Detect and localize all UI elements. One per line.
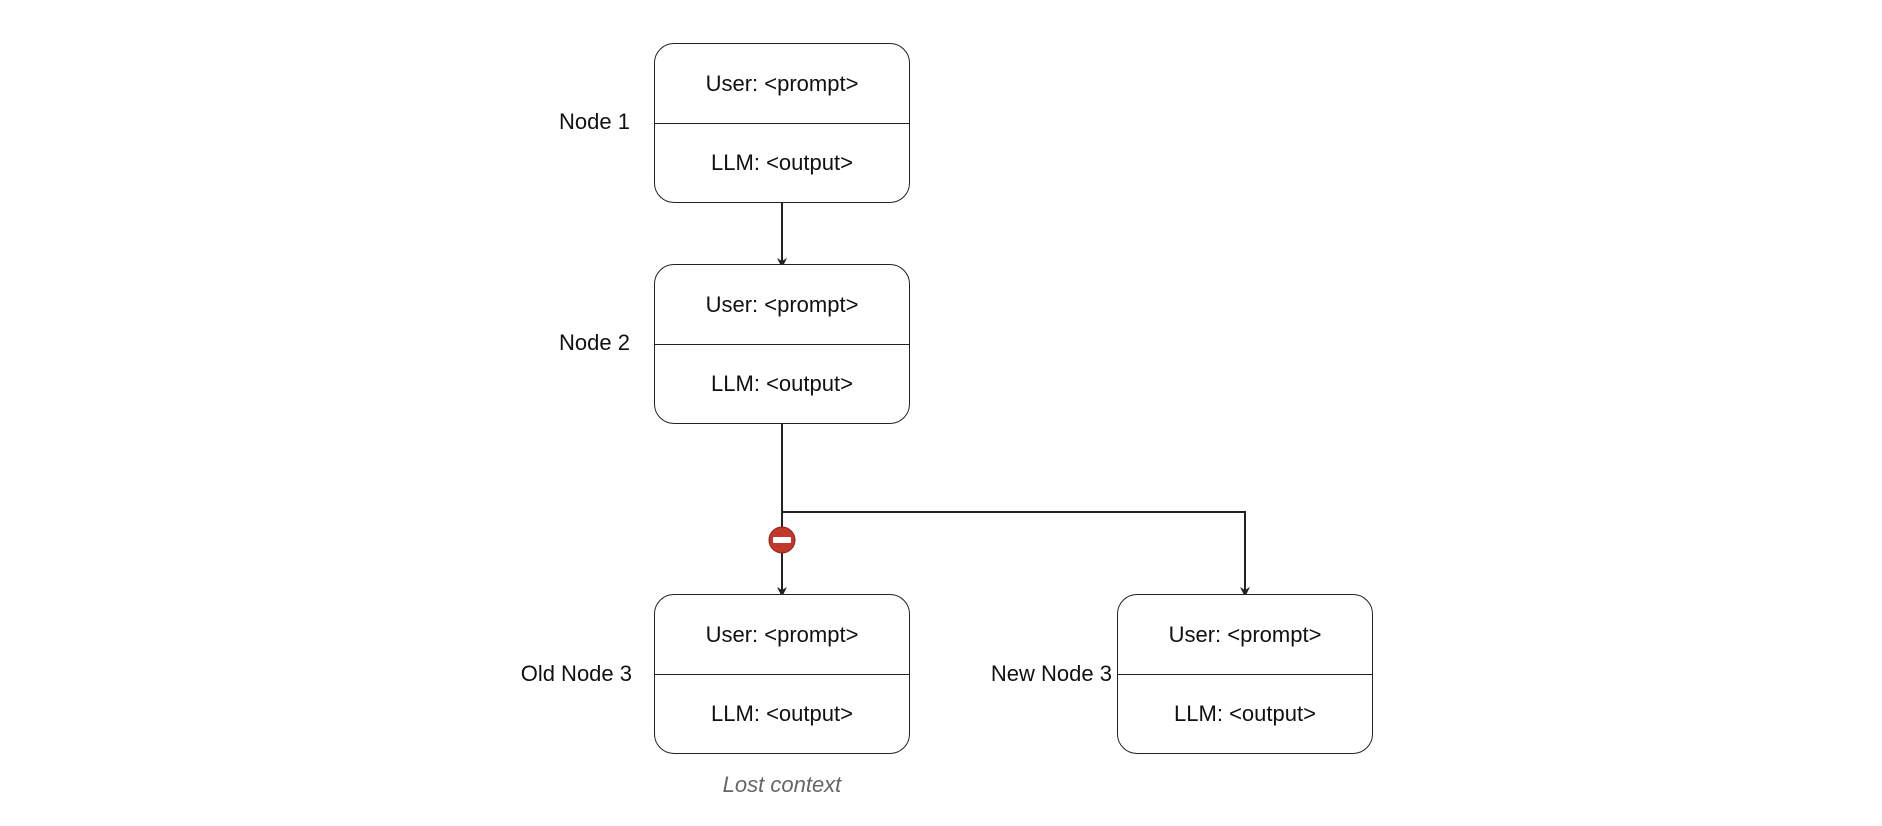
old-node-3[interactable]: User: <prompt> LLM: <output> (654, 594, 910, 754)
new-node-3[interactable]: User: <prompt> LLM: <output> (1117, 594, 1373, 754)
node-2[interactable]: User: <prompt> LLM: <output> (654, 264, 910, 424)
old-node-3-llm-text: LLM: <output> (711, 700, 853, 726)
node-1-llm-text: LLM: <output> (711, 149, 853, 175)
node-2-divider (655, 344, 909, 345)
lost-context-caption: Lost context (722, 772, 842, 797)
blocked-icon (768, 526, 796, 554)
new-node-3-user-text: User: <prompt> (1168, 621, 1322, 647)
old-node-3-user-text: User: <prompt> (705, 621, 859, 647)
node-1-divider (655, 123, 909, 124)
old-node-3-divider (655, 674, 909, 675)
node-2-llm-text: LLM: <output> (711, 370, 853, 396)
new-node-3-llm-text: LLM: <output> (1174, 700, 1316, 726)
new-node-3-divider (1118, 674, 1372, 675)
node-1-label: Node 1 (559, 109, 630, 134)
new-node-3-label: New Node 3 (990, 661, 1112, 686)
node-2-user-text: User: <prompt> (705, 291, 859, 317)
edge-node2-newnode3 (782, 511, 1250, 597)
node-1[interactable]: User: <prompt> LLM: <output> (654, 43, 910, 203)
node-1-user-text: User: <prompt> (705, 70, 859, 96)
old-node-3-label: Old Node 3 (520, 661, 632, 686)
node-2-label: Node 2 (559, 330, 630, 355)
